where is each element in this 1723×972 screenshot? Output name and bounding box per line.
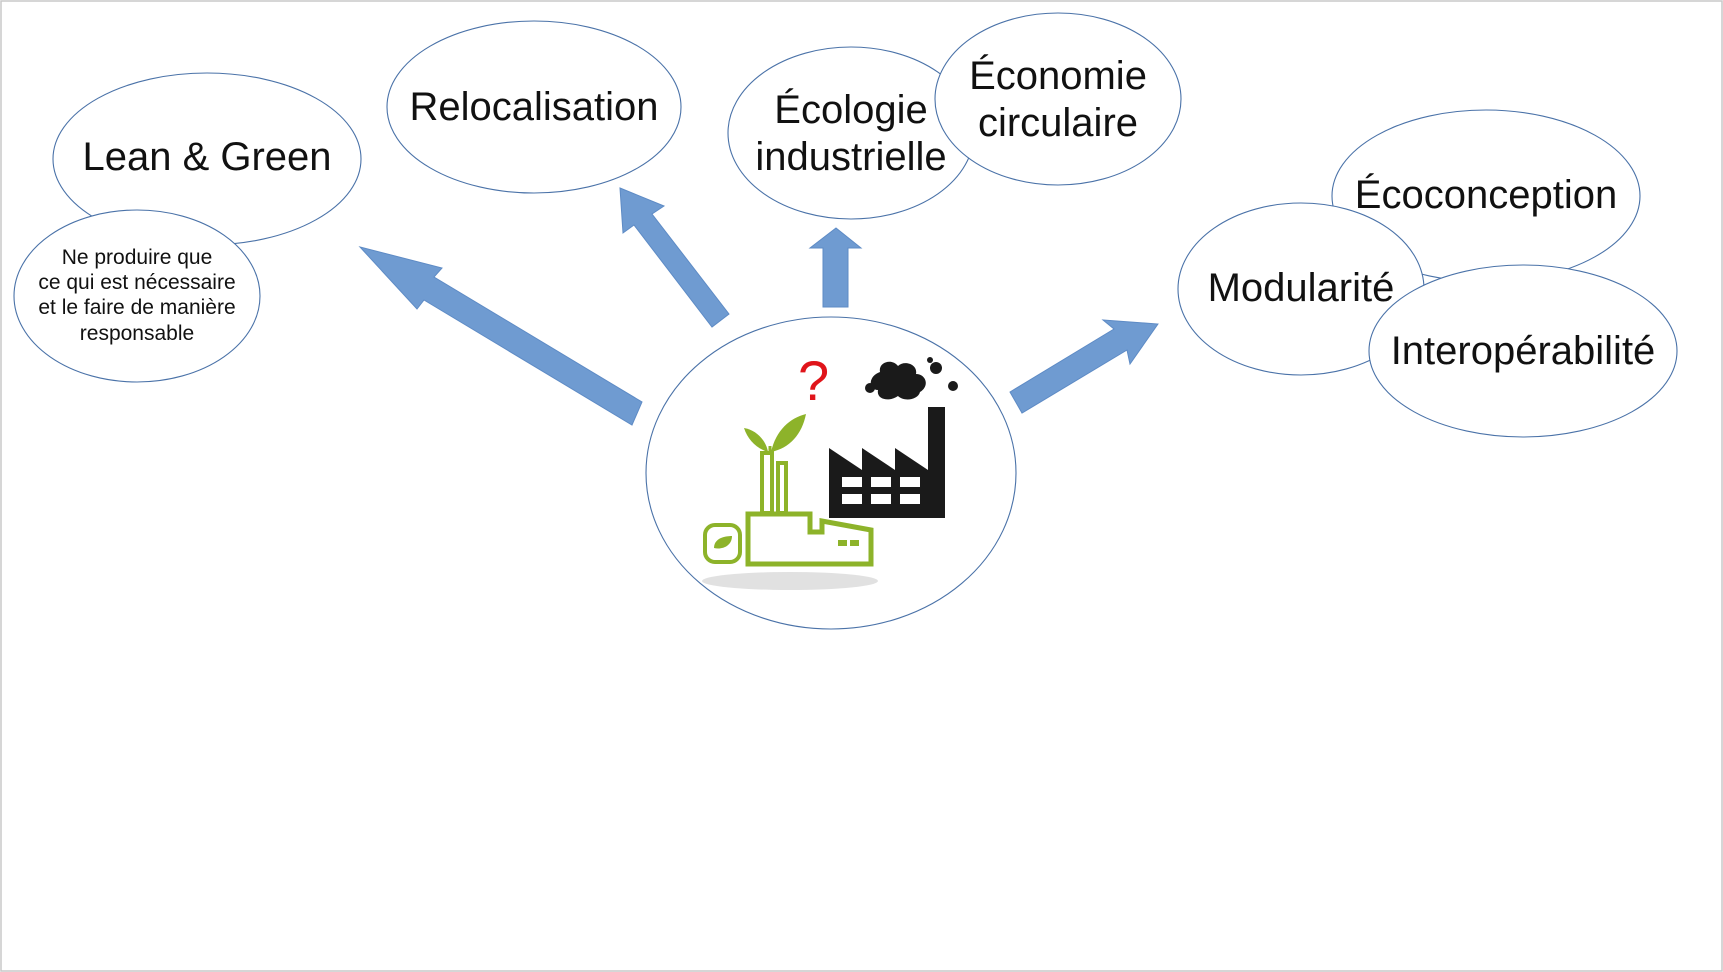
question-mark: ? xyxy=(798,349,830,412)
ellipse-interoperabilite xyxy=(1368,264,1678,438)
economie-line-1: Économie xyxy=(969,54,1147,98)
modularite-text: Modularité xyxy=(1207,266,1395,310)
label-relocalisation: Relocalisation xyxy=(387,84,681,131)
green-factory-icon xyxy=(702,414,878,590)
ellipse-economie xyxy=(934,12,1182,186)
label-lean-green: Lean & Green xyxy=(53,134,361,181)
ellipse-lean-green-note xyxy=(13,209,261,383)
arrow-to-relocalisation xyxy=(619,187,730,328)
label-economie: Économie circulaire xyxy=(935,53,1181,147)
label-lean-green-note: Ne produire que ce qui est nécessaire et… xyxy=(14,245,260,346)
arrow-to-ecologie xyxy=(808,227,863,308)
ecoconception-text: Écoconception xyxy=(1354,173,1618,217)
label-modularite: Modularité xyxy=(1178,265,1424,312)
ecologie-line-1: Écologie xyxy=(774,88,928,132)
label-interoperabilite: Interopérabilité xyxy=(1369,328,1677,375)
arrow-to-lean-green xyxy=(358,246,643,426)
note-line-4: responsable xyxy=(79,321,195,345)
economie-line-2: circulaire xyxy=(977,101,1139,146)
ellipse-relocalisation xyxy=(386,20,682,194)
lean-green-text: Lean & Green xyxy=(82,135,332,179)
note-line-1: Ne produire que xyxy=(61,246,213,269)
label-ecoconception: Écoconception xyxy=(1332,172,1640,219)
label-ecologie: Écologie industrielle xyxy=(728,87,974,181)
interoperabilite-text: Interopérabilité xyxy=(1390,329,1656,373)
polluting-factory-icon xyxy=(829,357,958,518)
note-line-2: ce qui est nécessaire xyxy=(38,271,236,295)
note-line-3: et le faire de manière xyxy=(38,296,236,320)
relocalisation-text: Relocalisation xyxy=(409,85,659,129)
ecologie-line-2: industrielle xyxy=(755,135,947,180)
arrow-to-modularite xyxy=(1009,319,1159,414)
